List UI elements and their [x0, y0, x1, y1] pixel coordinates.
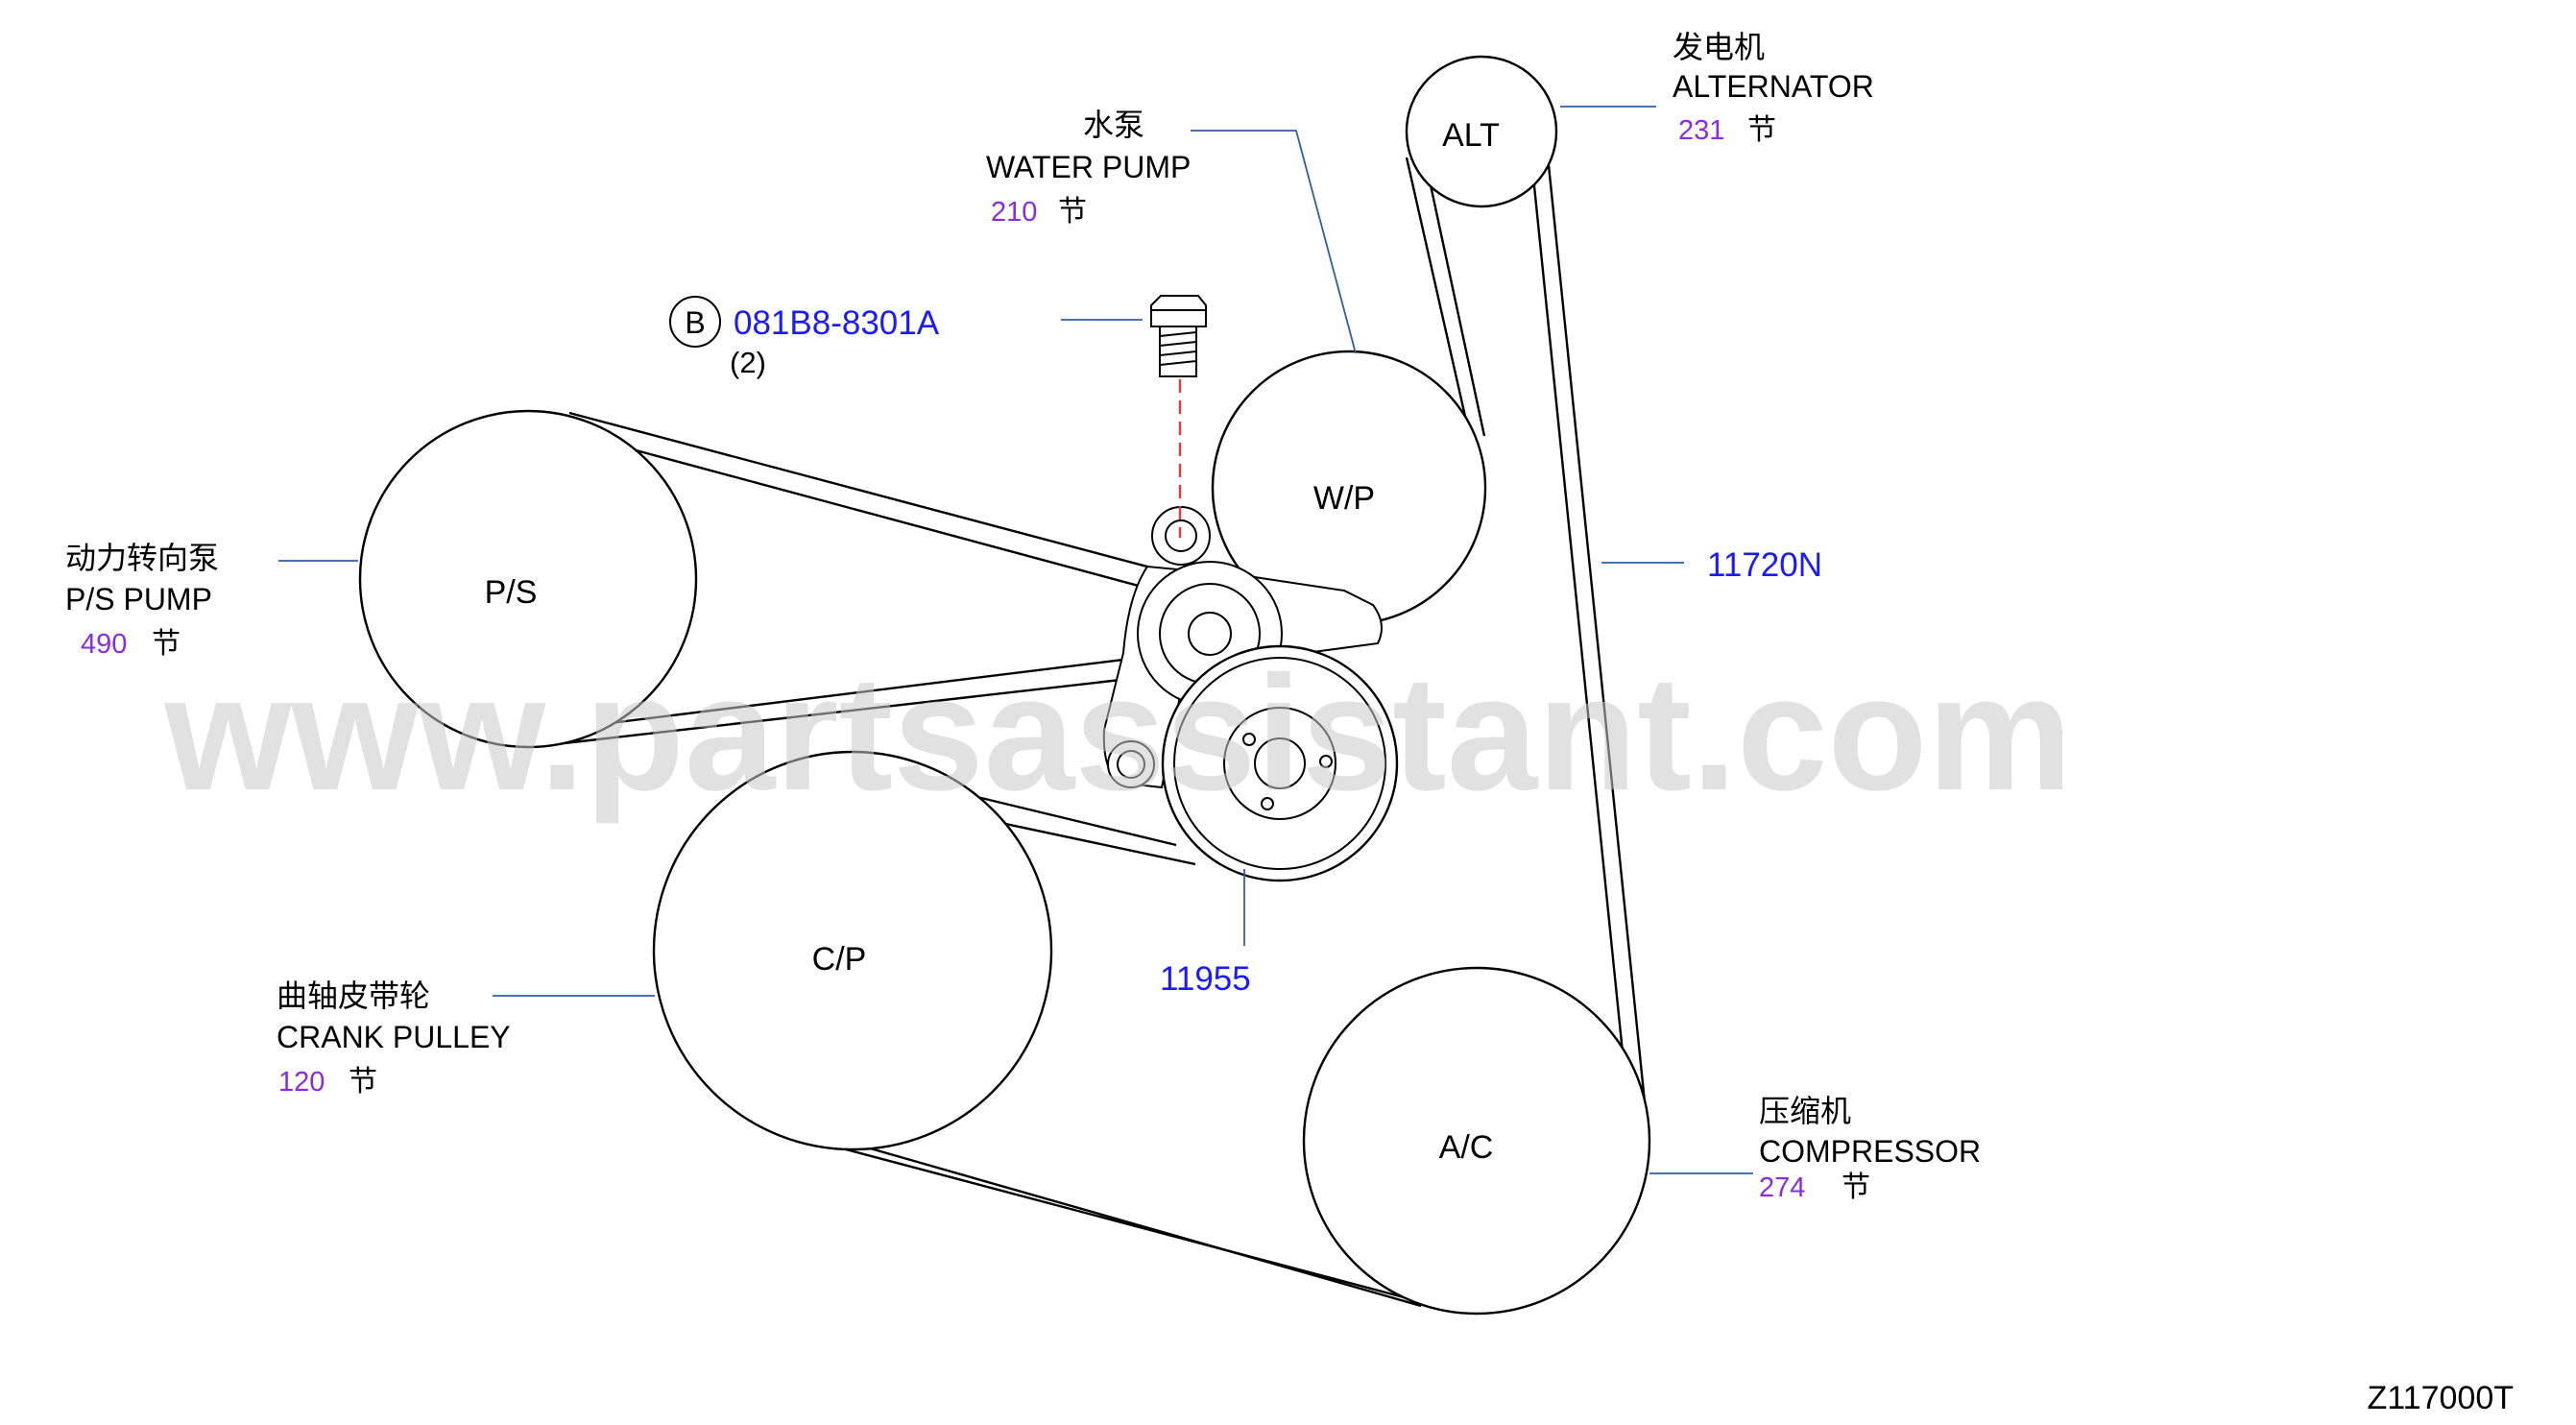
water-pump-cn-label: 水泵 [1083, 107, 1144, 143]
ps-pump-section[interactable]: 490 [81, 629, 127, 660]
bolt-marker-circle [669, 296, 721, 348]
ps-pump-en-label: P/S PUMP [65, 582, 212, 616]
crank-pulley-cn-label: 曲轴皮带轮 [277, 978, 430, 1014]
watermark: www.partsassistant.com [163, 642, 2072, 825]
alternator-pulley-label: ALT [1442, 117, 1500, 154]
compressor-cn-label: 压缩机 [1759, 1093, 1851, 1129]
crank-pulley-label: C/P [812, 941, 867, 978]
crank-pulley: C/P [652, 750, 1053, 1151]
bolt-qty: (2) [730, 346, 766, 379]
alternator-callout: 发电机 ALTERNATOR 231 节 [1673, 29, 1874, 147]
water-pump-callout: 水泵 WATER PUMP 210 节 [986, 107, 1191, 229]
water-pump-pulley: W/P [1211, 350, 1487, 626]
leader-lines [278, 106, 1753, 1174]
crank-pulley-callout: 曲轴皮带轮 CRANK PULLEY 120 节 [277, 978, 511, 1099]
ac-compressor-pulley: A/C [1302, 966, 1651, 1316]
compressor-jie: 节 [1842, 1171, 1870, 1204]
alternator-pulley: ALT [1405, 55, 1558, 208]
drawing-code: Z117000T [2368, 1380, 2514, 1416]
crank-pulley-section[interactable]: 120 [278, 1067, 325, 1098]
ps-pump-pulley-label: P/S [485, 574, 538, 611]
compressor-section[interactable]: 274 [1759, 1172, 1805, 1203]
water-pump-section[interactable]: 210 [991, 197, 1037, 228]
alternator-cn-label: 发电机 [1673, 29, 1765, 65]
water-pump-pulley-label: W/P [1313, 480, 1375, 517]
bolt-marker: B [685, 305, 705, 340]
crank-pulley-en-label: CRANK PULLEY [277, 1020, 511, 1054]
compressor-en-label: COMPRESSOR [1759, 1134, 1981, 1169]
compressor-callout: 压缩机 COMPRESSOR 274 节 [1759, 1093, 1981, 1204]
bolt-part-number[interactable]: 081B8-8301A [734, 304, 940, 342]
water-pump-en-label: WATER PUMP [986, 150, 1191, 184]
belt-part-number[interactable]: 11720N [1707, 546, 1822, 584]
tensioner-part-number[interactable]: 11955 [1160, 960, 1251, 998]
water-pump-jie: 节 [1058, 195, 1087, 229]
ps-pump-jie: 节 [152, 627, 181, 661]
crank-pulley-jie: 节 [349, 1065, 377, 1099]
bolt-icon [1150, 295, 1207, 377]
alternator-section[interactable]: 231 [1678, 115, 1724, 146]
ps-pump-pulley: P/S [358, 409, 698, 749]
drive-belt [546, 157, 1649, 1308]
alternator-en-label: ALTERNATOR [1673, 69, 1874, 104]
alternator-jie: 节 [1747, 113, 1776, 147]
ps-pump-callout: 动力转向泵 P/S PUMP 490 节 [65, 540, 219, 661]
bolt-callout: B 081B8-8301A (2) [669, 296, 940, 379]
ps-pump-cn-label: 动力转向泵 [65, 540, 219, 576]
ac-compressor-pulley-label: A/C [1439, 1129, 1494, 1166]
